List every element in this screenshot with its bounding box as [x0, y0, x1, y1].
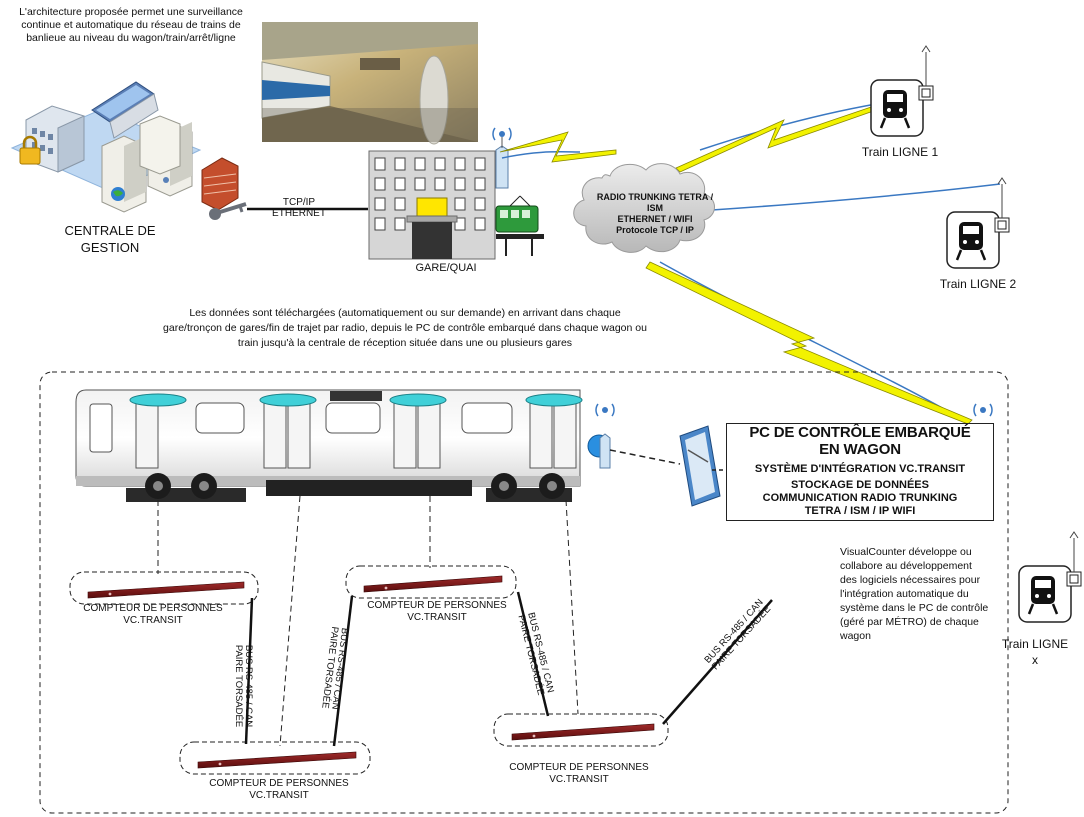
cloud-label: RADIO TRUNKING TETRA / ISM ETHERNET / WI…: [580, 192, 730, 236]
centrale-de-gestion-illustration: [10, 81, 247, 220]
visualcounter-text: VisualCounter développe ou collabore au …: [840, 546, 989, 642]
wagon-enclosure: [39, 371, 1009, 814]
pc-title-line2: EN WAGON: [819, 441, 901, 458]
counter-1-sensor: [69, 571, 259, 605]
download-text: Les données sont téléchargées (automatiq…: [163, 307, 647, 349]
counter-label-2: COMPTEUR DE PERSONNES VC.TRANSIT: [362, 600, 512, 624]
counter-1-line2: VC.TRANSIT: [123, 615, 183, 626]
train-icon-ligne-x: [1018, 531, 1082, 623]
train-label-ligne-x: Train LIGNE x: [1001, 637, 1069, 667]
counter-3-sensor: [179, 741, 371, 775]
tablet-link-line: [609, 449, 681, 465]
tablet-device: [679, 425, 721, 507]
cloud-line3: ETHERNET / WIFI: [617, 214, 693, 224]
centrale-label: CENTRALE DE GESTION: [64, 223, 156, 255]
counter-1-line1: COMPTEUR DE PERSONNES: [83, 603, 223, 614]
intro-text: L'architecture proposée permet une surve…: [19, 6, 243, 44]
pc-line1: SYSTÈME D'INTÉGRATION VC.TRANSIT: [754, 463, 966, 475]
radio-links: [501, 103, 1001, 419]
bus-cables: [244, 591, 773, 747]
counter-2-line1: COMPTEUR DE PERSONNES: [367, 600, 507, 611]
pc-line3: COMMUNICATION RADIO TRUNKING: [762, 492, 958, 504]
pc-line2: STOCKAGE DE DONNÉES: [791, 479, 929, 491]
counter-3-line2: VC.TRANSIT: [249, 790, 309, 801]
bus-label-1: BUS RS-485 / CAN PAIRE TORSADÉE: [233, 644, 255, 728]
tcpip-line1: TCP/IP: [282, 197, 316, 208]
counter-4-line2: VC.TRANSIT: [549, 774, 609, 785]
counter-3-line1: COMPTEUR DE PERSONNES: [209, 778, 349, 789]
train-label-ligne-2: Train LIGNE 2: [939, 277, 1017, 291]
counter-label-3: COMPTEUR DE PERSONNES VC.TRANSIT: [204, 778, 354, 802]
station-photo: [261, 22, 478, 145]
network-cloud: [573, 163, 715, 253]
counter-label-1: COMPTEUR DE PERSONNES VC.TRANSIT: [78, 603, 228, 627]
sensor-dashed-links: [157, 495, 579, 747]
bus-1-line1: BUS RS-485 / CAN: [243, 644, 255, 728]
cloud-line2: ISM: [646, 203, 663, 213]
gare-building: [368, 127, 544, 260]
train-icon-ligne-1: [870, 45, 934, 137]
wagon-illustration: [75, 389, 615, 502]
counter-2-sensor: [345, 565, 517, 599]
cloud-line1: RADIO TRUNKING TETRA /: [596, 192, 714, 202]
counter-4-sensor: [493, 713, 669, 747]
counter-label-4: COMPTEUR DE PERSONNES VC.TRANSIT: [504, 762, 654, 786]
pc-title-line1: PC DE CONTRÔLE EMBARQUÉ: [749, 424, 971, 441]
tcpip-line2: ETHERNET: [272, 208, 326, 219]
counter-2-line2: VC.TRANSIT: [407, 612, 467, 623]
pc-line4: TETRA / ISM / IP WIFI: [804, 505, 916, 517]
train-icon-ligne-2: [946, 177, 1010, 269]
counter-4-line1: COMPTEUR DE PERSONNES: [509, 762, 649, 773]
train-label-ligne-1: Train LIGNE 1: [861, 145, 939, 159]
tcpip-label: TCP/IP ETHERNET: [262, 197, 336, 219]
cloud-line4: Protocole TCP / IP: [616, 225, 694, 235]
pc-controle-box: PC DE CONTRÔLE EMBARQUÉ EN WAGON SYSTÈME…: [726, 423, 994, 521]
gare-label: GARE/QUAI: [415, 262, 477, 274]
bus-1-line2: PAIRE TORSADÉE: [233, 644, 245, 728]
